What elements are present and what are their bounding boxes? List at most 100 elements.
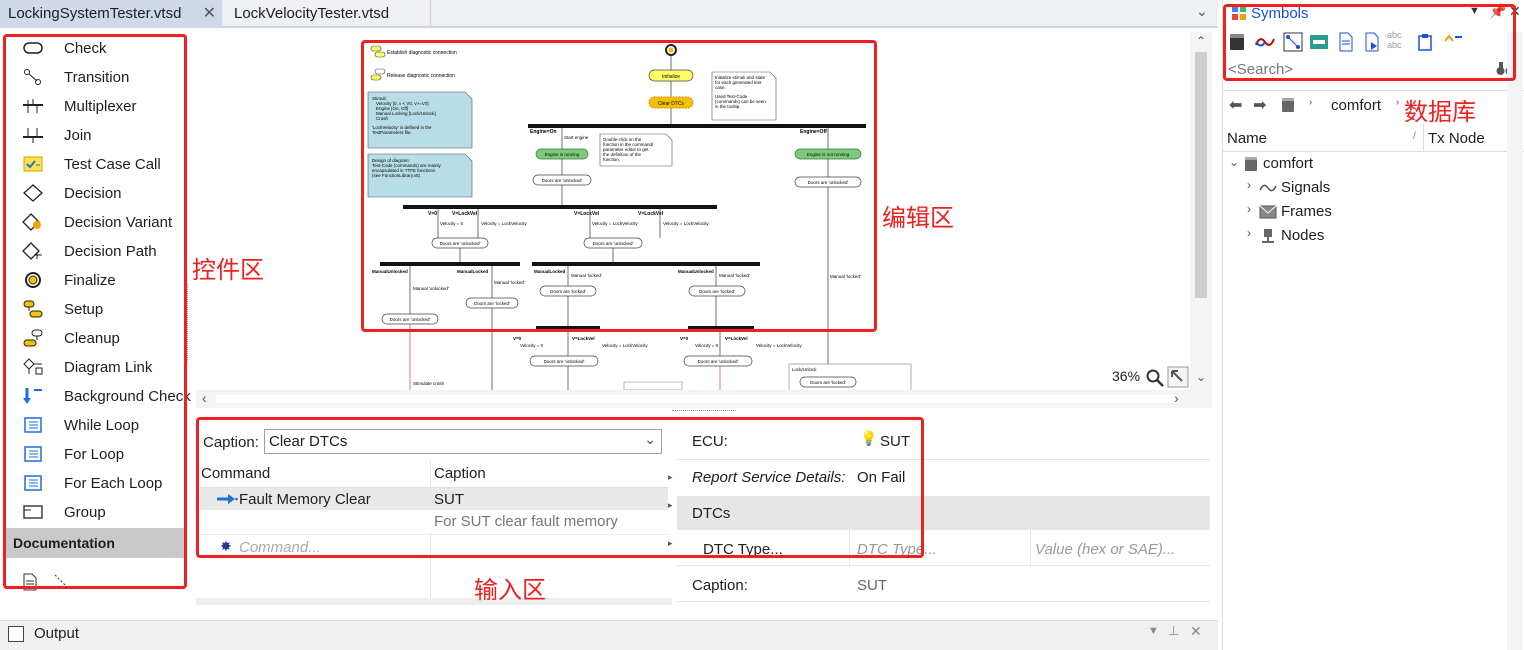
expand-right-icon[interactable]: ▸ <box>668 500 673 510</box>
manual-multiplexer-bar-2[interactable] <box>532 262 760 266</box>
document-icon[interactable] <box>20 572 40 592</box>
dtc-value-input[interactable]: Value (hex or SAE)... <box>1035 541 1176 558</box>
tool-for-loop[interactable]: For Loop <box>4 440 186 469</box>
chevron-right-icon[interactable]: › <box>1247 178 1251 192</box>
documentation-header[interactable]: Documentation <box>4 528 186 558</box>
report-value[interactable]: On Fail <box>857 469 906 486</box>
tab-dropdown-icon[interactable]: ⌄ <box>1196 3 1208 19</box>
dotted-connector-icon[interactable] <box>52 572 72 592</box>
tool-transition[interactable]: Transition <box>4 63 186 92</box>
manual-multiplexer-bar-1[interactable] <box>380 262 520 266</box>
prop-caption-value[interactable]: SUT <box>857 577 887 594</box>
note-lower[interactable] <box>623 381 683 390</box>
tab-lock-velocity-tester[interactable]: LockVelocityTester.vtsd <box>226 0 431 28</box>
breadcrumb[interactable]: comfort <box>1331 97 1382 114</box>
dtcs-section-header[interactable]: DTCs <box>677 496 1210 530</box>
database-small-icon[interactable] <box>1281 97 1295 113</box>
tool-cleanup[interactable]: Cleanup <box>4 324 186 353</box>
tool-decision-path[interactable]: Decision Path <box>4 237 186 266</box>
scroll-right-icon[interactable]: › <box>1174 390 1179 406</box>
table-row[interactable]: Fault Memory Clear SUT For SUT clear fau… <box>200 488 668 532</box>
pin-icon[interactable]: ⊥ <box>1168 623 1180 638</box>
caption-dropdown[interactable]: Clear DTCs ⌄ <box>264 429 662 454</box>
tool-decision[interactable]: Decision <box>4 179 186 208</box>
node-graph-icon[interactable] <box>1283 32 1303 52</box>
engine-multiplexer-bar[interactable] <box>528 124 866 128</box>
tool-join[interactable]: Join <box>4 121 186 150</box>
scroll-thumb[interactable] <box>1195 52 1207 298</box>
check-doors-unlocked-6[interactable] <box>529 355 599 367</box>
scroll-up-icon[interactable]: ⌃ <box>1196 34 1207 48</box>
signal-icon[interactable] <box>1255 33 1275 51</box>
pin-icon[interactable]: 📌 <box>1489 3 1507 19</box>
tool-diagram-link[interactable]: Diagram Link <box>4 353 186 382</box>
tool-while-loop[interactable]: While Loop <box>4 411 186 440</box>
tab-locking-system-tester[interactable]: LockingSystemTester.vtsd ✕ <box>0 0 222 28</box>
collapse-all-icon[interactable] <box>1443 33 1463 49</box>
close-icon[interactable]: ✕ <box>202 5 216 22</box>
scroll-thumb[interactable] <box>216 395 1176 403</box>
chevron-right-icon[interactable]: › <box>1247 226 1251 240</box>
dtc-type-input[interactable]: DTC Type... <box>857 541 937 558</box>
velocity-bar-lower-1[interactable] <box>536 326 600 329</box>
tree-item-nodes[interactable]: › Nodes <box>1223 224 1524 248</box>
clipboard-icon[interactable] <box>1417 33 1433 51</box>
check-doors-unlocked-7[interactable] <box>683 355 753 367</box>
tool-for-each-loop[interactable]: For Each Loop <box>4 469 186 498</box>
horizontal-splitter[interactable] <box>672 410 736 416</box>
check-doors-locked-4[interactable] <box>799 376 857 388</box>
velocity-bar-lower-2[interactable] <box>688 326 754 329</box>
expand-right-icon[interactable]: ▸ <box>668 472 673 482</box>
scroll-down-icon[interactable]: ⌄ <box>1196 370 1207 384</box>
tool-decision-variant[interactable]: Decision Variant <box>4 208 186 237</box>
column-command[interactable]: Command <box>201 465 271 482</box>
document-import-icon[interactable] <box>1363 32 1381 52</box>
symbols-scrollbar[interactable] <box>1507 32 1523 650</box>
velocity-multiplexer-bar[interactable] <box>403 205 717 209</box>
note-initialize[interactable] <box>711 71 777 121</box>
tool-multiplexer[interactable]: Multiplexer <box>4 92 186 121</box>
panel-menu-icon[interactable]: ▼ <box>1148 625 1159 637</box>
toolbox-splitter[interactable] <box>187 284 191 364</box>
column-tx-node[interactable]: Tx Node <box>1428 130 1485 147</box>
close-icon[interactable]: ✕ <box>1190 623 1202 639</box>
column-name[interactable]: Name <box>1227 130 1268 147</box>
note-design[interactable] <box>367 153 473 198</box>
chevron-right-icon[interactable]: › <box>1247 202 1251 216</box>
zoom-icon[interactable] <box>1145 368 1165 388</box>
expand-right-icon[interactable]: ▸ <box>668 538 673 548</box>
ecu-value[interactable]: SUT <box>880 433 910 450</box>
tool-finalize[interactable]: Finalize <box>4 266 186 295</box>
fit-to-window-icon[interactable] <box>1167 366 1189 388</box>
tree-item-signals[interactable]: › Signals <box>1223 176 1524 200</box>
column-caption[interactable]: Caption <box>434 465 486 482</box>
note-stimuli[interactable] <box>367 91 473 149</box>
tool-group[interactable]: Group <box>4 498 186 527</box>
legend-cleanup-shape[interactable] <box>370 68 386 81</box>
frame-icon[interactable] <box>1309 34 1329 50</box>
panel-menu-icon[interactable]: ▼ <box>1469 5 1480 17</box>
canvas-vertical-scrollbar[interactable]: ⌃ ⌄ <box>1190 32 1212 392</box>
tool-test-case-call[interactable]: Test Case Call <box>4 150 186 179</box>
tree-item-comfort[interactable]: ⌄ comfort <box>1223 152 1524 176</box>
tool-background-check[interactable]: Background Check <box>4 382 191 411</box>
sort-icon[interactable]: / <box>1413 131 1416 142</box>
tool-check[interactable]: Check <box>4 34 186 63</box>
canvas-horizontal-scrollbar[interactable]: ‹ › <box>196 390 1212 408</box>
search-input[interactable]: <Search> <box>1228 61 1294 78</box>
new-command-row[interactable]: ✸ Command... <box>200 534 668 560</box>
document-export-icon[interactable] <box>1337 32 1355 52</box>
symbols-search[interactable]: <Search> <box>1226 58 1516 80</box>
back-arrow-icon[interactable]: ⬅ <box>1229 97 1243 114</box>
tree-item-frames[interactable]: › Frames <box>1223 200 1524 224</box>
legend-setup-shape[interactable] <box>370 45 386 58</box>
diagram-editor-canvas[interactable]: Establish diagnostic connection Release … <box>196 32 1212 390</box>
database-icon[interactable] <box>1228 32 1246 52</box>
check-doors-locked-3[interactable] <box>688 285 746 297</box>
tool-setup[interactable]: Setup <box>4 295 186 324</box>
close-icon[interactable]: ✕ <box>1509 3 1521 19</box>
note-doubleclick[interactable] <box>599 133 673 167</box>
chevron-down-icon[interactable]: ⌄ <box>1229 155 1240 169</box>
forward-arrow-icon[interactable]: ➡ <box>1253 97 1267 114</box>
